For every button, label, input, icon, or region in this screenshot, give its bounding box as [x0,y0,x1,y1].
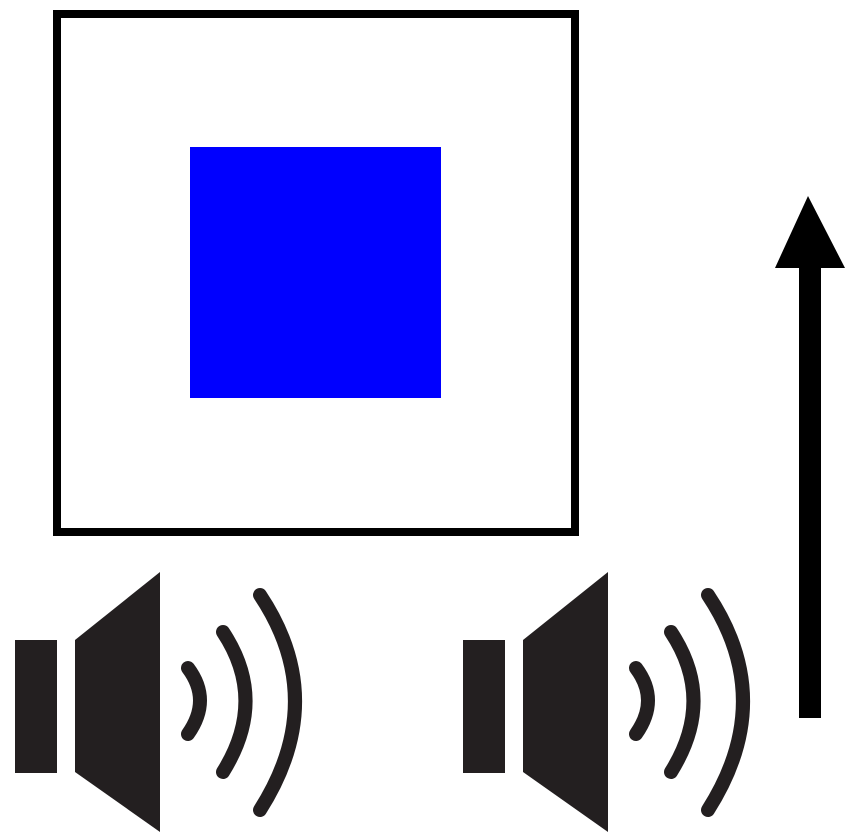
speaker-icon [15,572,302,832]
speaker-icon [463,572,750,832]
arrow-up-icon [775,196,845,718]
blue-square [190,147,441,398]
speaker-icon-left [15,572,302,832]
speaker-icon-right [463,572,750,832]
stimulus-frame [53,10,579,536]
